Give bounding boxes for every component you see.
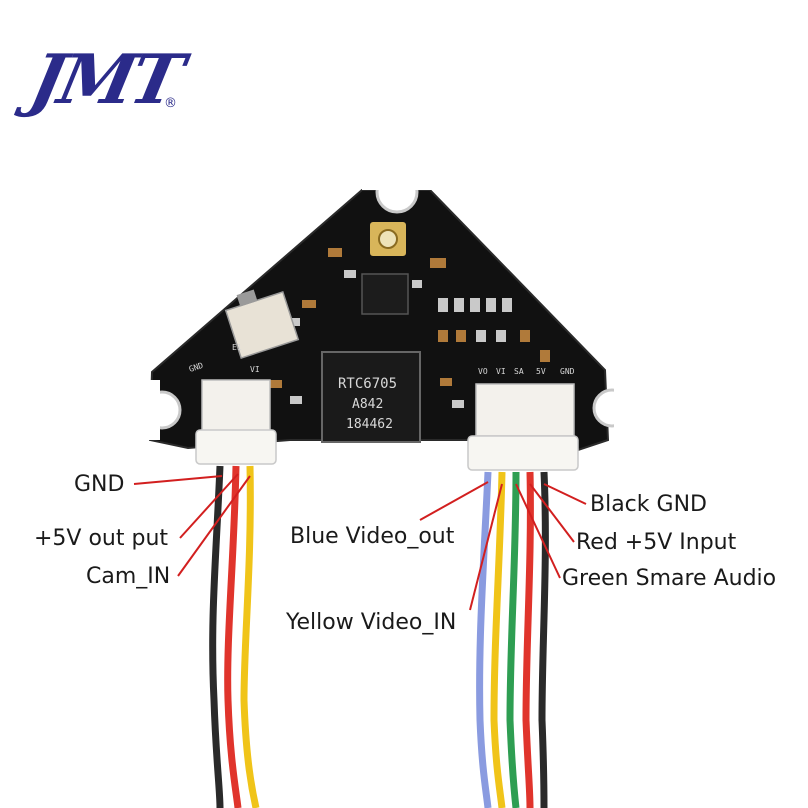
left-plug	[195, 429, 277, 465]
wire-black-left	[209, 465, 224, 808]
right-connector	[475, 383, 575, 437]
line-cam-in	[177, 475, 251, 577]
rtc6705-chip	[321, 351, 421, 443]
wire-blue	[476, 471, 492, 808]
pad-label-gnd-right: GND	[560, 367, 575, 376]
left-wire-bundle	[209, 465, 260, 808]
right-wire-bundle	[476, 471, 549, 808]
pad-label-vi: VI	[496, 367, 506, 376]
vtx-board: RTC6705 A842 184462 GND VI E1 GND 5V SA …	[124, 150, 650, 471]
pad-label-vi-left: VI	[250, 365, 260, 374]
line-blue-video	[419, 481, 489, 521]
chip-line-1: RTC6705	[338, 376, 397, 392]
chip-line-2: A842	[352, 397, 383, 412]
left-connector	[201, 379, 271, 433]
pad-label-gnd-left: GND	[188, 361, 205, 374]
line-yellow-video	[469, 483, 503, 611]
pad-label-sa: SA	[514, 367, 524, 376]
pad-label-e1: E1	[232, 343, 242, 352]
line-black-gnd	[543, 483, 587, 505]
annotation-lines	[133, 473, 587, 611]
brand-logo: JMT	[23, 40, 187, 120]
label-5v-out: +5V out put	[34, 526, 169, 551]
label-blue-video-out: Blue Video_out	[290, 524, 455, 549]
line-gnd	[133, 475, 223, 485]
label-gnd: GND	[74, 472, 125, 497]
line-red-5v	[529, 483, 575, 543]
wire-black-right	[538, 471, 549, 808]
label-cam-in: Cam_IN	[86, 564, 171, 589]
right-plug	[467, 435, 579, 471]
wire-yellow-right	[490, 471, 506, 808]
wire-red-left	[224, 465, 242, 808]
pad-label-5v: 5V	[536, 367, 546, 376]
pad-label-vo: VO	[478, 367, 488, 376]
wire-yellow-left	[240, 465, 260, 808]
small-ic	[361, 273, 409, 315]
wire-red-right	[522, 471, 534, 808]
label-green-audio: Green Smare Audio	[562, 566, 777, 591]
registered-mark: ®	[164, 96, 177, 111]
label-black-gnd: Black GND	[590, 492, 707, 517]
chip-line-3: 184462	[346, 417, 393, 432]
label-red-5v-input: Red +5V Input	[576, 530, 737, 555]
line-5v-out	[179, 473, 239, 539]
line-green-audio	[515, 483, 561, 579]
wire-green	[506, 471, 520, 808]
label-yellow-video-in: Yellow Video_IN	[286, 610, 457, 635]
